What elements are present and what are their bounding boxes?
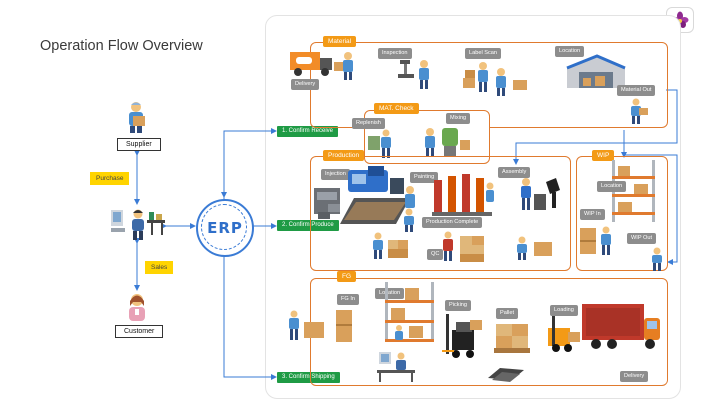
supplier-worker-icon xyxy=(129,102,145,133)
material-delivery-tag: Delivery xyxy=(291,79,320,90)
fg-location-tag: Location xyxy=(375,288,405,299)
pallet-icon xyxy=(494,324,530,353)
loading-truck-icon xyxy=(548,304,660,352)
fg-in-tag: FG In xyxy=(337,294,359,305)
fg-in-icon xyxy=(289,310,352,342)
production-out-icon xyxy=(517,236,552,260)
material-out-tag: Material Out xyxy=(617,85,656,96)
wip-location-tag: Location xyxy=(597,181,627,192)
inspection-scale-icon xyxy=(398,60,429,89)
production-worker-icon xyxy=(404,208,414,232)
step-confirm-receive[interactable]: 1. Confirm Receive xyxy=(277,126,339,137)
page-title: Operation Flow Overview xyxy=(40,38,203,54)
mat-check-zone-tag: MAT. Check xyxy=(374,103,419,114)
forklift-icon xyxy=(442,314,482,358)
wip-out-tag: WIP Out xyxy=(627,233,657,244)
assembly-tag: Assembly xyxy=(498,167,531,178)
fg-rack-icon xyxy=(385,282,434,342)
material-out-worker-icon xyxy=(631,98,648,124)
injection-tag: Injection xyxy=(321,169,350,180)
assembly-station-icon xyxy=(521,178,560,210)
wip-in-icon xyxy=(580,226,611,255)
material-zone-tag: Material xyxy=(323,36,357,47)
production-zone xyxy=(310,156,571,271)
complete-cartons-icon xyxy=(373,232,408,259)
mixing-machine-icon xyxy=(425,128,470,157)
step-confirm-shipping[interactable]: 3. Confirm Shipping xyxy=(277,372,340,383)
sales-note: Sales xyxy=(145,261,174,274)
replenish-worker-icon xyxy=(368,129,391,158)
delivery-truck-icon xyxy=(290,52,353,80)
pallets-stack-icon xyxy=(488,368,524,382)
loading-tag: Loading xyxy=(550,305,578,316)
erp-label: ERP xyxy=(207,219,243,237)
step-confirm-produce[interactable]: 2. Confirm Produce xyxy=(277,220,339,231)
supplier-label: Supplier xyxy=(117,138,161,151)
label-scan-tag: Label Scan xyxy=(465,48,501,59)
picking-tag: Picking xyxy=(445,300,472,311)
fg-delivery-tag: Delivery xyxy=(620,371,649,382)
wip-in-tag: WIP In xyxy=(580,209,605,220)
purchase-note: Purchase xyxy=(90,172,130,185)
customer-label: Customer xyxy=(115,325,164,338)
wip-out-worker-icon xyxy=(652,247,662,271)
erp-system[interactable]: ERP xyxy=(196,199,254,257)
pallet-tag: Pallet xyxy=(496,308,518,319)
replenish-tag: Replenish xyxy=(352,118,385,129)
wip-zone-tag: WIP xyxy=(592,150,615,161)
shipping-desk-icon xyxy=(377,352,415,382)
warehouse-icon xyxy=(566,54,626,88)
inspection-tag: Inspection xyxy=(378,48,412,59)
customer-icon xyxy=(129,294,145,321)
wip-zone xyxy=(576,156,668,271)
qc-inspection-icon xyxy=(443,231,484,262)
fg-zone-tag: FG xyxy=(337,271,357,282)
production-zone-tag: Production xyxy=(323,150,365,161)
workstation-icon xyxy=(111,209,165,240)
mold-parts-icon xyxy=(314,202,340,219)
painting-tag: Painting xyxy=(410,172,439,183)
qc-tag: QC xyxy=(427,249,444,260)
material-location-tag: Location xyxy=(555,46,585,57)
production-complete-tag: Production Complete xyxy=(422,217,483,228)
mixing-tag: Mixing xyxy=(446,113,471,124)
label-scan-icon xyxy=(463,62,527,96)
painting-line-icon xyxy=(432,174,494,216)
